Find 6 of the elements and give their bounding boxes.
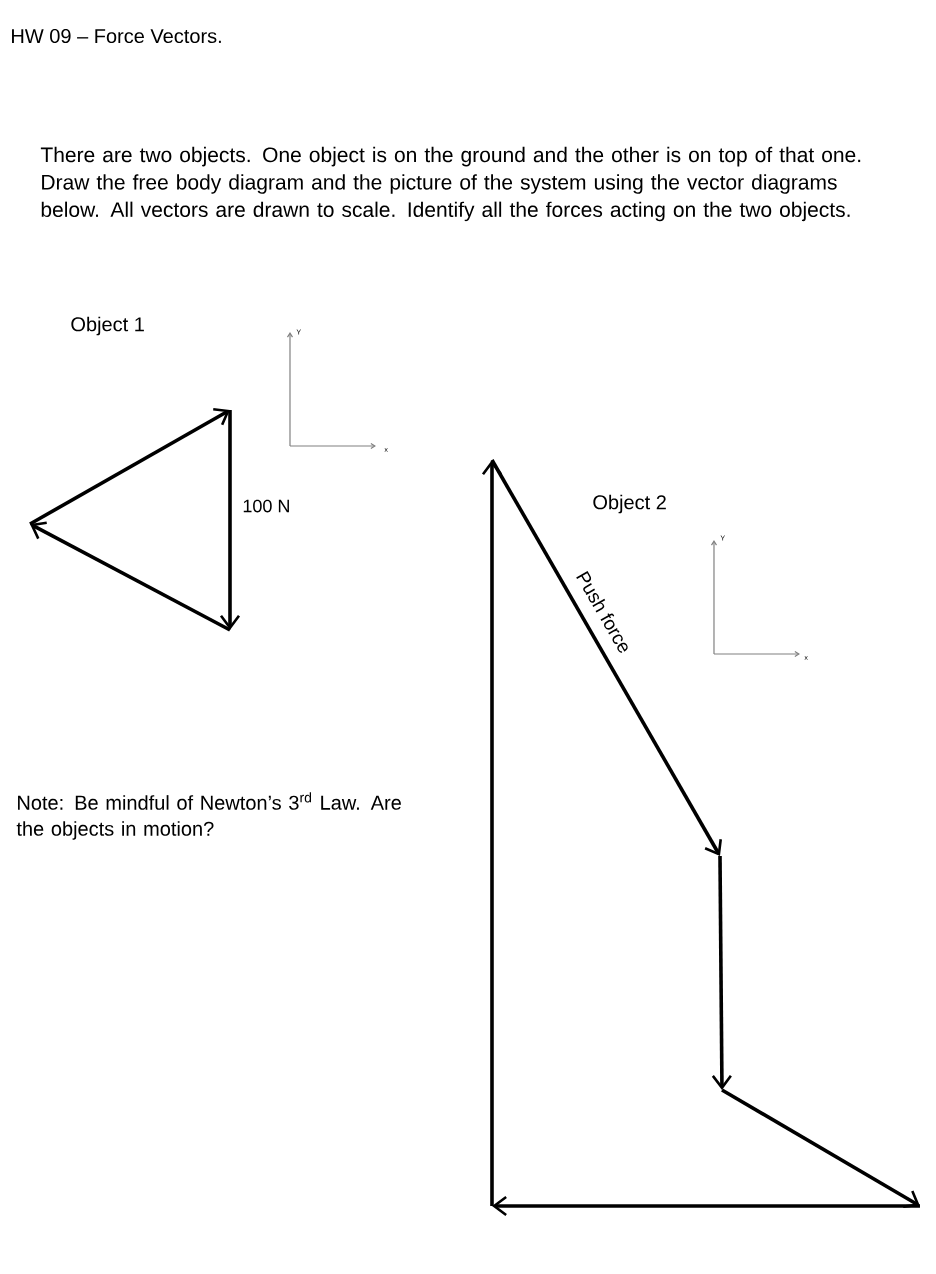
title: HW 09 – Force Vectors. xyxy=(12,28,221,44)
instructions-text: There are two objects. One object is on the ground and the other is on top of that one. Draw the free body diagram and the picture of the system using the vector diagrams below. All vectors are drawn to scale. Identify all the forces acting on the two objects. xyxy=(40,146,861,222)
object-label: Object 2 xyxy=(593,494,666,514)
force-label: 100 N xyxy=(243,499,289,513)
object-label: Object 1 xyxy=(71,316,144,336)
note-text: Note: Be mindful of Newton’s 3$^{rd}$ Law. Are the objects in motion? xyxy=(16,792,401,840)
